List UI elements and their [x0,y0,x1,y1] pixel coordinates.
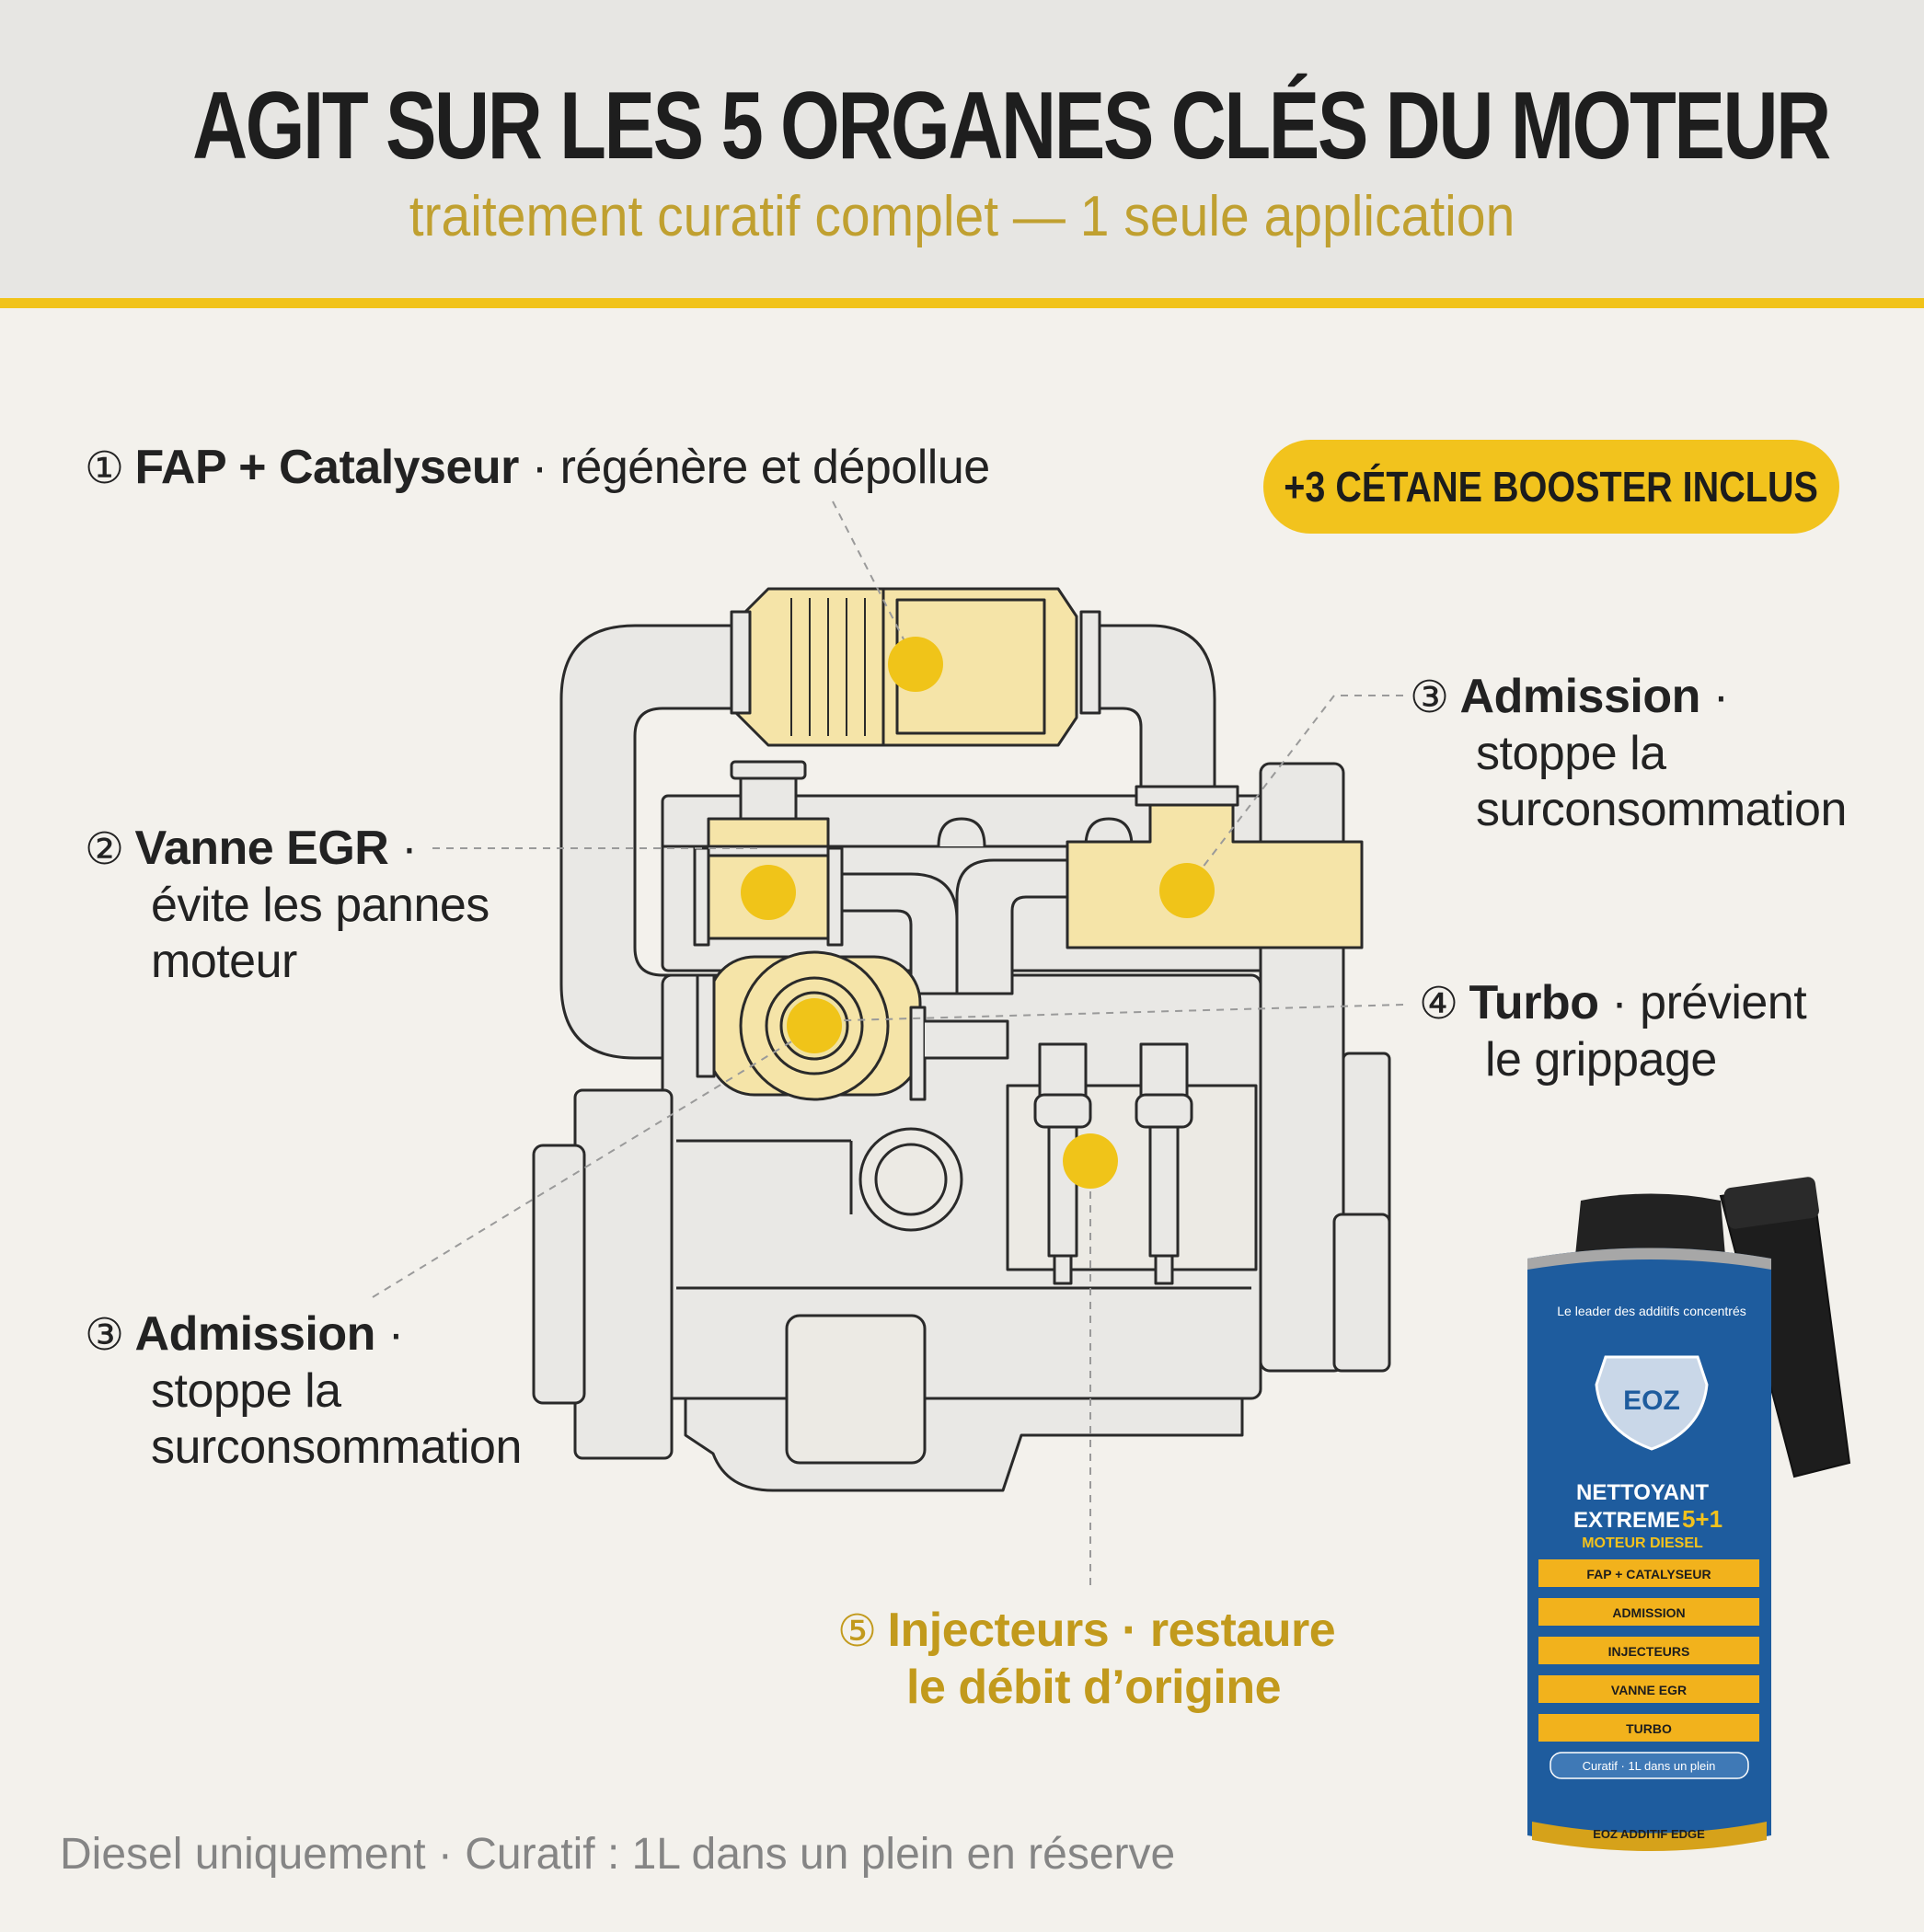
can-tagline: Le leader des additifs concentrés [1557,1304,1745,1318]
can-base-text: EOZ ADDITIF EDGE [1593,1827,1705,1841]
fap-dot [888,637,943,692]
callout-admission-left-line2: stoppe la [151,1364,341,1418]
callout-admission-left-sep: · [374,1307,404,1361]
highlight-dots [741,637,1215,1189]
can-band-1: FAP + CATALYSEUR [1586,1567,1711,1581]
header-band [0,0,1924,304]
turbo [696,950,1009,1101]
can-name-line2: EXTREME [1573,1508,1680,1533]
callout-fap-title: FAP + Catalyseur [134,441,520,494]
callout-egr-title: Vanne EGR [134,822,389,875]
callout-admission-left-line3: surconsommation [151,1420,522,1474]
callout-turbo-line2: le grippage [1485,1033,1717,1087]
cetane-badge: +3 CÉTANE BOOSTER INCLUS [1263,440,1839,534]
can-logo-shield [1595,1355,1709,1451]
callout-fap-text: · régénère et dépollue [518,441,990,494]
page-subtitle: traitement curatif complet — 1 seule app… [409,185,1515,248]
turbo-dot [787,998,842,1053]
callout-admission-right-line2: stoppe la [1476,727,1666,780]
callout-egr-number: ② [85,823,124,875]
page-title: AGIT SUR LES 5 ORGANES CLÉS DU MOTEUR [192,73,1831,179]
can-name-suffix: 5+1 [1682,1505,1722,1533]
product-can: Le leader des additifs concentrés EOZ NE… [1527,1177,1851,1851]
can-band-5: TURBO [1626,1721,1672,1736]
can-band-3: INJECTEURS [1608,1644,1690,1659]
callout-injecteurs-title: Injecteurs · restaure [887,1604,1336,1657]
callout-turbo-text: · prévient [1598,976,1807,1029]
intake-pipe-left [559,624,747,1060]
callout-admission-left-number: ③ [85,1309,124,1361]
callout-egr-line3: moteur [151,935,297,988]
callout-admission-left-title: Admission [134,1307,376,1361]
callout-egr-sep: · [388,822,418,875]
callout-turbo-title: Turbo [1469,976,1599,1029]
callout-admission-right-number: ③ [1410,672,1449,723]
injector-dot [1063,1133,1118,1189]
callout-injecteurs-number: ⑤ [837,1605,877,1657]
admission-dot [1159,863,1215,918]
leader-lines [372,500,1404,1592]
can-logo: EOZ [1623,1386,1680,1416]
can-cap [1575,1193,1725,1262]
can-name-line1: NETTOYANT [1576,1480,1709,1505]
accessory-housing [573,1088,674,1460]
exhaust-pipe-right [1084,624,1216,793]
can-band-2: ADMISSION [1612,1605,1685,1620]
cetane-badge-label: +3 CÉTANE BOOSTER INCLUS [1284,463,1819,511]
footer-note: Diesel uniquement · Curatif : 1L dans un… [60,1830,1176,1879]
can-band-4: VANNE EGR [1611,1683,1687,1697]
oil-pan [684,1397,1244,1492]
callout-egr-line2: évite les pannes [151,879,490,932]
callout-injecteurs-line2: le débit d’origine [906,1661,1282,1714]
callout-admission-right-line3: surconsommation [1476,783,1847,836]
header-accent-line [0,298,1924,308]
callout-admission-right-sep: · [1699,670,1729,723]
callout-turbo-number: ④ [1419,978,1458,1029]
can-bottom-text: Curatif · 1L dans un plein [1583,1759,1716,1773]
callout-admission-right-title: Admission [1459,670,1701,723]
injectors [1033,1042,1193,1285]
can-name-line3: MOTEUR DIESEL [1582,1535,1703,1551]
callout-fap-number: ① [85,443,124,494]
egr-dot [741,865,796,920]
admission-housing [955,785,1364,995]
